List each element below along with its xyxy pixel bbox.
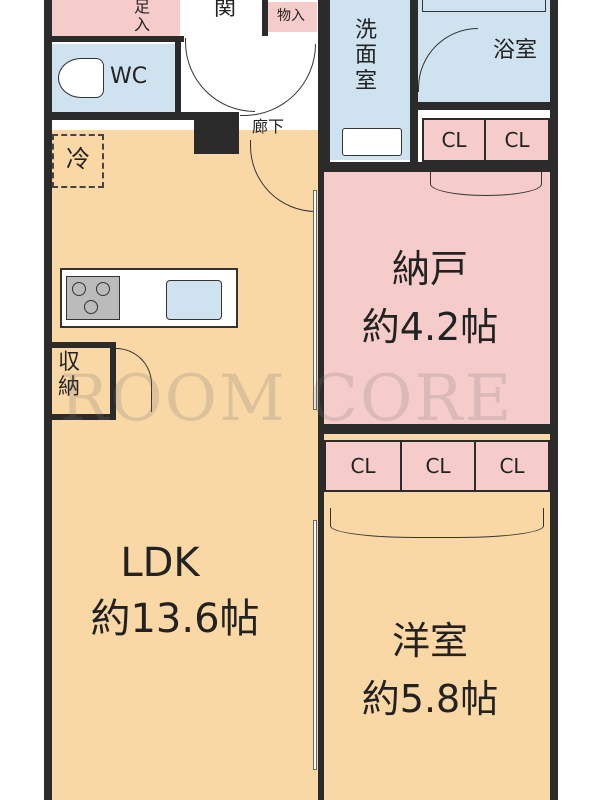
- shoe-storage-label: 足入: [133, 0, 150, 35]
- storage-label: 収納: [57, 350, 80, 401]
- burner-2: [96, 282, 110, 296]
- western-room-area: [320, 432, 552, 800]
- storeroom-closet-doors: [430, 172, 542, 196]
- fridge-space: [52, 134, 104, 188]
- burner-1: [72, 282, 86, 296]
- wall-washroom-right: [410, 0, 418, 162]
- wall-storage-top: [50, 342, 116, 348]
- wall-rooms-divider: [318, 424, 558, 434]
- wall-storeroom-top: [318, 162, 558, 172]
- storeroom-closet-1: CL: [422, 118, 486, 162]
- wall-top-closet: [262, 0, 268, 36]
- wall-storage-right: [110, 342, 116, 420]
- storeroom-closet-2: CL: [484, 118, 550, 162]
- outer-wall-right: [550, 0, 558, 800]
- toilet: [58, 58, 104, 98]
- ldk-area: [50, 130, 320, 800]
- western-closet-2: CL: [400, 440, 476, 492]
- western-closet-doors: [330, 508, 544, 538]
- wall-wc-right: [175, 38, 181, 118]
- storeroom-area: [320, 170, 552, 432]
- corridor-label: 廊下: [251, 117, 284, 136]
- wall-ldk-right: [318, 170, 324, 800]
- wall-storage-bottom: [50, 414, 116, 420]
- ldk-size-label: 約13.6帖: [90, 596, 260, 642]
- outer-wall-left: [44, 0, 52, 800]
- washbasin: [342, 128, 402, 156]
- western-room-size-label: 約5.8帖: [361, 677, 499, 721]
- wall-wc-bottom: [44, 112, 194, 120]
- washroom-label: 洗面室: [354, 18, 377, 94]
- western-closet-3: CL: [474, 440, 550, 492]
- bathtub: [422, 0, 546, 12]
- western-closet-1: CL: [324, 440, 402, 492]
- wall-bath-bottom: [410, 102, 558, 110]
- storeroom-size-label: 約4.2帖: [361, 305, 499, 349]
- bath-label: 浴室: [492, 38, 537, 63]
- watermark: ROOM CORE: [60, 362, 514, 436]
- ldk-label: LDK: [120, 540, 200, 586]
- sliding-door-storeroom: [313, 190, 317, 410]
- western-room-label: 洋室: [391, 619, 468, 663]
- wall-entrance-bottom: [44, 36, 184, 42]
- sliding-door-western: [313, 520, 317, 770]
- closet-top-label: 物入: [277, 8, 305, 24]
- entrance-label: 関: [213, 0, 236, 21]
- wc-label: WC: [110, 64, 148, 89]
- shoe-storage-area: [110, 0, 180, 40]
- wall-washroom-left: [318, 0, 330, 170]
- fridge-label: 冷: [66, 145, 90, 173]
- corridor-door: [240, 44, 316, 116]
- closet-top-area: [265, 2, 317, 32]
- entrance-area: [50, 0, 110, 40]
- kitchen-sink: [166, 280, 222, 320]
- burner-3: [84, 300, 98, 314]
- wall-corridor-post: [194, 112, 239, 154]
- storeroom-label: 納戸: [391, 247, 468, 291]
